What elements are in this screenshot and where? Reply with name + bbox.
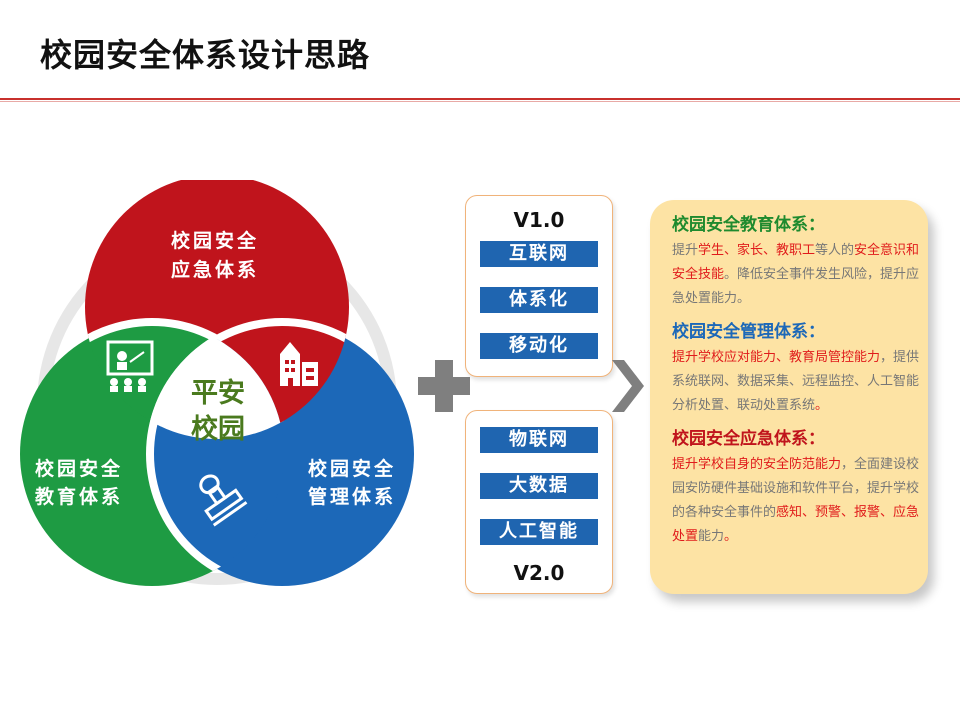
management-system-description: 提升学校应对能力、教育局管控能力，提供系统联网、数据采集、远程监控、人工智能分析… — [672, 346, 922, 418]
tag-mobile: 移动化 — [480, 333, 598, 359]
version-label-v2: V2.0 — [513, 561, 565, 585]
emergency-system-description: 提升学校自身的安全防范能力，全面建设校园安防硬件基础设施和软件平台，提升学校的各… — [672, 453, 922, 549]
school-building-icon — [280, 342, 318, 386]
center-label-line2: 校园 — [191, 413, 245, 445]
page-title: 校园安全体系设计思路 — [40, 36, 371, 74]
education-system-description: 提升学生、家长、教职工等人的安全意识和安全技能。降低安全事件发生风险，提升应急处… — [672, 239, 922, 311]
version-box-v2: 物联网 大数据 人工智能 V2.0 — [465, 410, 613, 594]
safety-venn-diagram: 校园安全 应急体系 校园安全 教育体系 校园安全 管理体系 平安 校园 — [20, 180, 414, 586]
title-divider — [0, 98, 960, 100]
plus-icon — [418, 360, 470, 412]
emerg-description-part: ，全面建设校园安防硬件基础设施和软件平台，提升学校的各种安全事件的 — [672, 457, 920, 520]
emergency-system-title: 校园安全应急体系： — [672, 429, 825, 449]
mgmt-description-part: 提升学校应对能力、教育局管控能力 — [672, 350, 881, 365]
emerg-description-part: 能力 — [698, 529, 725, 544]
management-system-title: 校园安全管理体系： — [672, 322, 825, 342]
management-label-line1: 校园安全 — [308, 457, 396, 480]
edu-description-part: 安全意识和安全技能 — [672, 243, 920, 282]
mgmt-description-part: ，提供系统联网、数据采集、远程监控、人工智能分析处置、联动处置系统 — [672, 350, 920, 413]
tag-big-data: 大数据 — [480, 473, 598, 499]
tag-systematization: 体系化 — [480, 287, 598, 313]
emerg-description-part: 提升学校自身的安全防范能力 — [672, 457, 842, 472]
edu-description-part: 学生、家长、教职工 — [698, 243, 816, 258]
description-panel: 校园安全教育体系： 提升学生、家长、教职工等人的安全意识和安全技能。降低安全事件… — [650, 200, 928, 594]
edu-description-part: 等人的 — [815, 243, 855, 258]
management-label-line2: 管理体系 — [308, 485, 396, 508]
center-label-line1: 平安 — [191, 378, 245, 409]
teacher-board-icon — [106, 340, 154, 392]
mgmt-description-part: 。 — [815, 398, 829, 413]
emerg-description-part: 。 — [724, 529, 738, 544]
education-label-line1: 校园安全 — [35, 457, 123, 480]
education-label-line2: 教育体系 — [35, 485, 123, 508]
edu-description-part: 提升 — [672, 243, 699, 258]
version-box-v1: V1.0 互联网 体系化 移动化 — [465, 195, 613, 377]
title-divider-thin — [0, 101, 960, 102]
edu-description-part: 。降低安全事件发生风险，提升应急处置能力。 — [672, 267, 920, 306]
chevron-right-icon — [612, 360, 644, 412]
version-label-v1: V1.0 — [513, 208, 565, 232]
tag-internet: 互联网 — [480, 241, 598, 267]
emergency-label-line2: 应急体系 — [171, 258, 259, 281]
stamp-icon — [199, 474, 248, 527]
education-system-title: 校园安全教育体系： — [672, 215, 825, 235]
emergency-label-line1: 校园安全 — [171, 229, 259, 252]
emerg-description-part: 感知、预警、报警、应急处置 — [672, 505, 920, 544]
tag-ai: 人工智能 — [480, 519, 598, 545]
tag-iot: 物联网 — [480, 427, 598, 453]
